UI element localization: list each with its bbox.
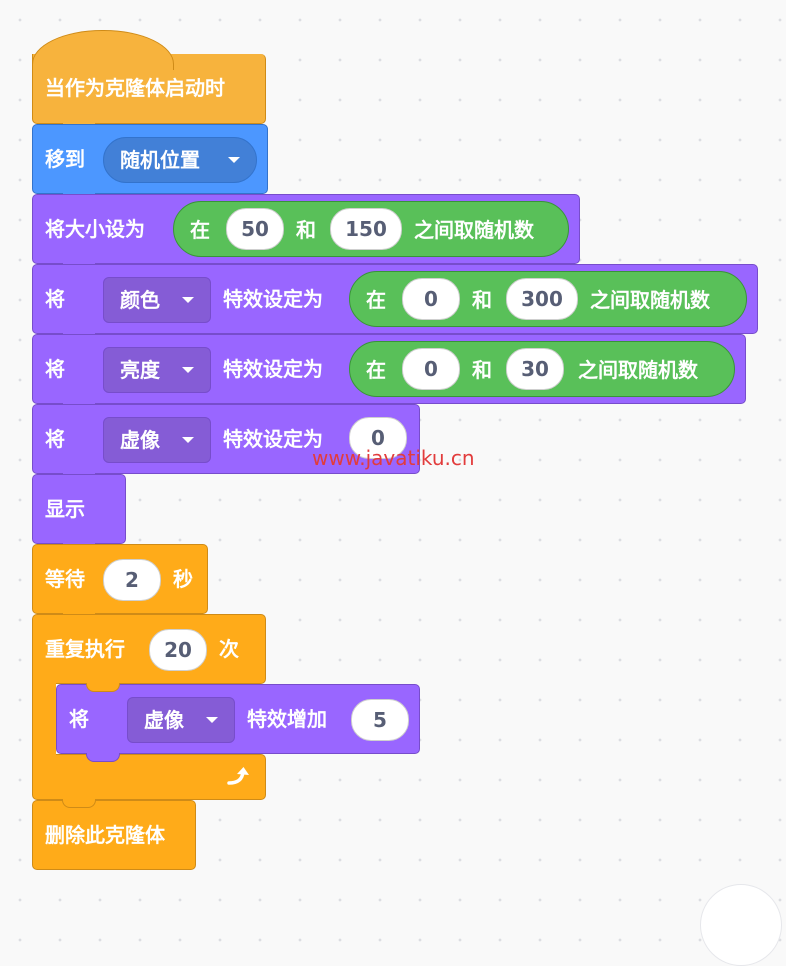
loop-arrow-icon	[227, 767, 249, 785]
pick-random-reporter[interactable]: 在 50 和 150 之间取随机数	[173, 201, 569, 257]
pick-random-and-label: 和	[472, 288, 492, 312]
set-color-effect-block[interactable]: 将 颜色 特效设定为 在 0 和 300 之间取随机数	[32, 264, 758, 334]
set-size-label: 将大小设为	[45, 217, 145, 241]
go-to-target-value: 随机位置	[120, 148, 200, 172]
control-notch-2	[62, 799, 96, 808]
repeat-prefix: 重复执行	[45, 637, 125, 661]
effect-dropdown-color[interactable]: 颜色	[103, 277, 211, 323]
wait-block[interactable]: 等待 2 秒	[32, 544, 208, 614]
pick-random-in-label: 在	[190, 218, 210, 242]
set-effect-prefix: 将	[45, 287, 65, 311]
random-from-input[interactable]: 0	[402, 348, 460, 390]
repeat-c-arm	[32, 660, 56, 760]
pick-random-in-label: 在	[366, 288, 386, 312]
pick-random-tail-label: 之间取随机数	[578, 358, 698, 382]
random-to-input[interactable]: 150	[330, 208, 402, 250]
change-ghost-effect-block[interactable]: 将 虚像 特效增加 5	[56, 684, 420, 754]
pick-random-reporter[interactable]: 在 0 和 300 之间取随机数	[349, 271, 747, 327]
effect-dropdown-value: 虚像	[120, 428, 160, 452]
hat-block-cap	[32, 30, 174, 70]
repeat-block[interactable]: 重复执行 20 次	[32, 614, 266, 684]
wait-seconds-input[interactable]: 2	[103, 559, 161, 601]
go-to-block[interactable]: 移到 随机位置	[32, 124, 268, 194]
pick-random-reporter[interactable]: 在 0 和 30 之间取随机数	[349, 341, 735, 397]
repeat-suffix: 次	[219, 637, 239, 661]
change-effect-mid-label: 特效增加	[247, 707, 327, 731]
zoom-button[interactable]	[700, 884, 782, 966]
caret-down-icon	[182, 437, 194, 443]
effect-dropdown-ghost[interactable]: 虚像	[127, 697, 235, 743]
looks-notch-6	[86, 753, 120, 762]
delete-clone-block[interactable]: 删除此克隆体	[32, 800, 196, 870]
pick-random-tail-label: 之间取随机数	[590, 288, 710, 312]
go-to-label: 移到	[45, 147, 85, 171]
repeat-inner-notch	[86, 683, 120, 692]
set-effect-mid-label: 特效设定为	[223, 357, 323, 381]
effect-value-input[interactable]: 0	[349, 417, 407, 459]
set-effect-mid-label: 特效设定为	[223, 427, 323, 451]
repeat-count-input[interactable]: 20	[149, 629, 207, 671]
caret-down-icon	[228, 157, 240, 163]
change-effect-value-input[interactable]: 5	[351, 699, 409, 741]
repeat-bottom-arm	[32, 754, 266, 800]
caret-down-icon	[182, 297, 194, 303]
set-size-block[interactable]: 将大小设为 在 50 和 150 之间取随机数	[32, 194, 580, 264]
effect-dropdown-value: 颜色	[120, 288, 160, 312]
change-effect-prefix: 将	[69, 707, 89, 731]
set-effect-prefix: 将	[45, 427, 65, 451]
caret-down-icon	[182, 367, 194, 373]
show-label: 显示	[45, 497, 85, 521]
caret-down-icon	[206, 717, 218, 723]
show-block[interactable]: 显示	[32, 474, 126, 544]
pick-random-in-label: 在	[366, 358, 386, 382]
random-from-input[interactable]: 50	[226, 208, 284, 250]
effect-dropdown-brightness[interactable]: 亮度	[103, 347, 211, 393]
effect-dropdown-ghost[interactable]: 虚像	[103, 417, 211, 463]
wait-suffix: 秒	[173, 567, 193, 591]
set-brightness-effect-block[interactable]: 将 亮度 特效设定为 在 0 和 30 之间取随机数	[32, 334, 746, 404]
set-effect-prefix: 将	[45, 357, 65, 381]
random-to-input[interactable]: 30	[506, 348, 564, 390]
delete-clone-label: 删除此克隆体	[45, 823, 165, 847]
effect-dropdown-value: 亮度	[120, 358, 160, 382]
go-to-target-dropdown[interactable]: 随机位置	[103, 137, 257, 183]
watermark-text: www.javatiku.cn	[312, 446, 475, 470]
hat-label: 当作为克隆体启动时	[45, 76, 225, 100]
set-ghost-effect-block[interactable]: 将 虚像 特效设定为 0	[32, 404, 420, 474]
random-from-input[interactable]: 0	[402, 278, 460, 320]
pick-random-tail-label: 之间取随机数	[414, 218, 534, 242]
wait-prefix: 等待	[45, 567, 85, 591]
pick-random-and-label: 和	[472, 358, 492, 382]
effect-dropdown-value: 虚像	[144, 708, 184, 732]
random-to-input[interactable]: 300	[506, 278, 578, 320]
pick-random-and-label: 和	[296, 218, 316, 242]
set-effect-mid-label: 特效设定为	[223, 287, 323, 311]
